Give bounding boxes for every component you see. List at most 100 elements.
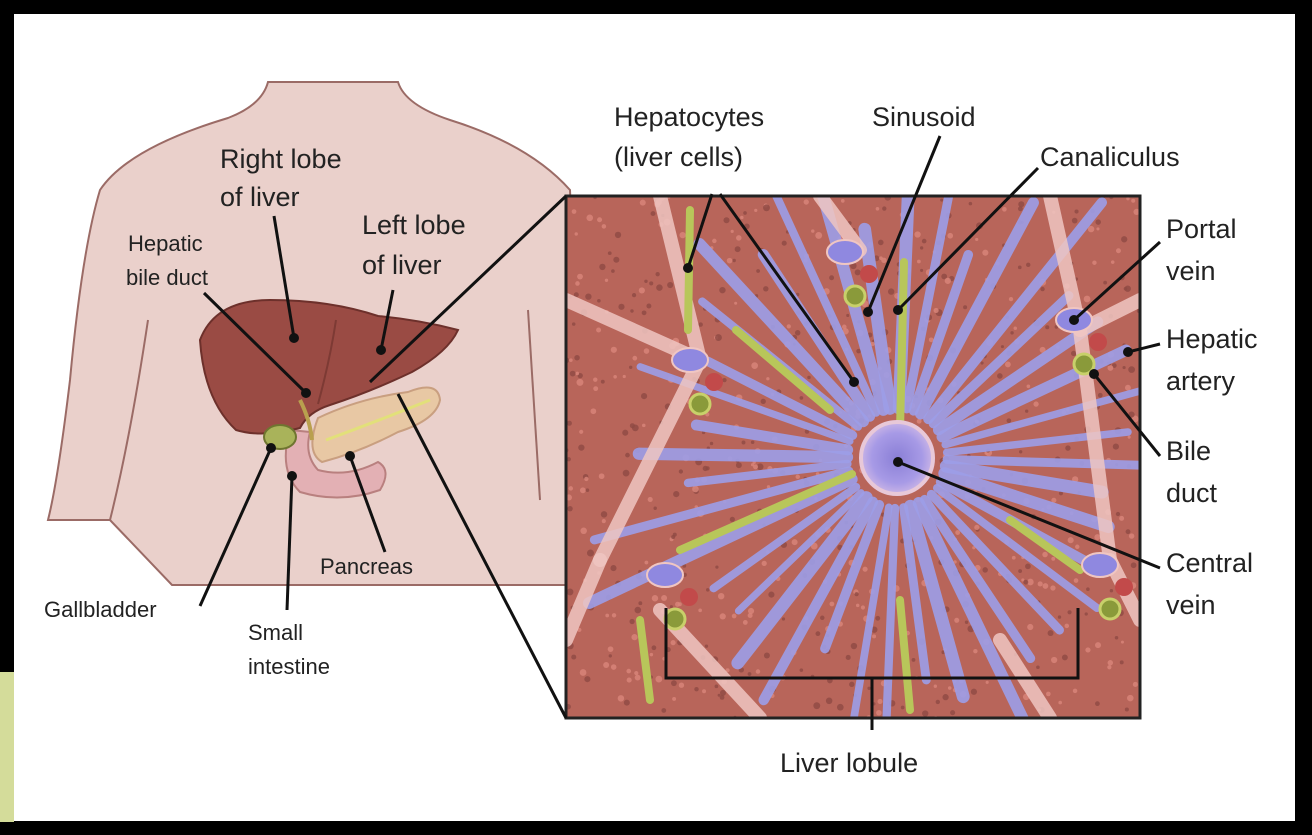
hepatocyte-speckle <box>1127 695 1134 702</box>
hepatocyte-speckle <box>570 371 576 377</box>
hepatocyte-speckle <box>671 535 675 539</box>
hepatocyte-speckle <box>586 214 593 221</box>
hepatocyte-speckle <box>1014 326 1017 329</box>
hepatocyte-speckle <box>597 217 602 222</box>
hepatocyte-speckle <box>1018 266 1022 270</box>
hepatocyte-speckle <box>963 305 967 309</box>
hepatocyte-speckle <box>656 284 662 290</box>
hepatocyte-speckle <box>1113 443 1119 449</box>
hepatocyte-speckle <box>762 561 767 566</box>
hepatocyte-speckle <box>742 441 746 445</box>
hepatocyte-speckle <box>1116 512 1120 516</box>
hepatocyte-speckle <box>679 469 683 473</box>
hepatocyte-speckle <box>743 211 747 215</box>
hepatic-artery-branch <box>1115 578 1133 596</box>
hepatocyte-speckle <box>1009 297 1013 301</box>
hepatocyte-speckle <box>593 386 598 391</box>
hepatocyte-speckle <box>936 700 940 704</box>
portal-vein-branch <box>827 240 863 264</box>
hepatocyte-speckle <box>815 631 820 636</box>
hepatocyte-speckle <box>920 269 923 272</box>
hepatocyte-speckle <box>655 272 659 276</box>
hepatocyte-speckle <box>632 293 636 297</box>
label-sinusoid: Sinusoid <box>872 102 976 132</box>
hepatocyte-speckle <box>1131 199 1135 203</box>
hepatocyte-speckle <box>1050 585 1055 590</box>
hepatocyte-speckle <box>715 334 722 341</box>
hepatocyte-speckle <box>811 229 814 232</box>
hepatocyte-speckle <box>934 685 937 688</box>
hepatocyte-speckle <box>1038 581 1043 586</box>
hepatocyte-speckle <box>702 689 706 693</box>
hepatocyte-speckle <box>720 613 726 619</box>
label-gallbladder: Gallbladder <box>44 597 157 622</box>
hepatocyte-speckle <box>698 322 702 326</box>
sinusoid-ray <box>639 454 847 457</box>
hepatocyte-speckle <box>710 442 713 445</box>
hepatocyte-speckle <box>1094 534 1100 540</box>
hepatocyte-speckle <box>807 376 810 379</box>
hepatocyte-speckle <box>572 322 575 325</box>
hepatocyte-speckle <box>675 602 680 607</box>
hepatocyte-speckle <box>846 314 849 317</box>
hepatocyte-speckle <box>954 618 959 623</box>
hepatocyte-speckle <box>922 239 927 244</box>
hepatocyte-speckle <box>1110 589 1113 592</box>
hepatocyte-speckle <box>599 264 605 270</box>
hepatocyte-speckle <box>1075 545 1079 549</box>
hepatocyte-speckle <box>1048 630 1054 636</box>
hepatocyte-speckle <box>740 216 743 219</box>
hepatocyte-speckle <box>948 686 952 690</box>
hepatocyte-speckle <box>756 269 760 273</box>
hepatocyte-speckle <box>629 619 634 624</box>
hepatocyte-speckle <box>719 287 725 293</box>
hepatocyte-speckle <box>933 308 938 313</box>
hepatocyte-speckle <box>567 506 572 511</box>
hepatocyte-speckle <box>1095 642 1101 648</box>
hepatocyte-speckle <box>650 653 653 656</box>
hepatocyte-speckle <box>578 444 584 450</box>
hepatocyte-speckle <box>1092 261 1096 265</box>
hepatocyte-speckle <box>849 682 854 687</box>
hepatocyte-speckle <box>605 614 609 618</box>
hepatocyte-speckle <box>826 698 833 705</box>
hepatocyte-speckle <box>1084 296 1091 303</box>
hepatocyte-speckle <box>642 424 646 428</box>
hepatocyte-speckle <box>1111 260 1115 264</box>
hepatocyte-speckle <box>605 279 608 282</box>
hepatocyte-speckle <box>720 690 726 696</box>
hepatocyte-speckle <box>1098 393 1103 398</box>
hepatocyte-speckle <box>1122 366 1125 369</box>
hepatocyte-speckle <box>945 278 951 284</box>
hepatocyte-speckle <box>877 699 882 704</box>
hepatocyte-speckle <box>846 655 851 660</box>
hepatocyte-speckle <box>630 309 633 312</box>
hepatocyte-speckle <box>1126 529 1131 534</box>
hepatocyte-speckle <box>715 565 718 568</box>
hepatocyte-speckle <box>1131 562 1137 568</box>
hepatocyte-speckle <box>878 240 884 246</box>
hepatocyte-speckle <box>603 662 609 668</box>
accent-bar <box>0 672 14 822</box>
hepatocyte-speckle <box>743 620 748 625</box>
hepatocyte-speckle <box>851 643 857 649</box>
hepatocyte-speckle <box>644 280 647 283</box>
hepatocyte-speckle <box>599 473 605 479</box>
hepatocyte-speckle <box>947 233 953 239</box>
hepatic-artery-branch <box>1089 333 1107 351</box>
hepatocyte-speckle <box>612 613 616 617</box>
hepatocyte-speckle <box>587 550 594 557</box>
hepatocyte-speckle <box>1002 207 1007 212</box>
hepatocyte-speckle <box>1027 624 1033 630</box>
label-liver-lobule: Liver lobule <box>780 748 918 778</box>
hepatocyte-speckle <box>856 349 861 354</box>
hepatocyte-speckle <box>917 260 921 264</box>
portal-vein-branch <box>1082 553 1118 577</box>
hepatocyte-speckle <box>1107 365 1113 371</box>
hepatocyte-speckle <box>661 708 666 713</box>
hepatocyte-speckle <box>584 477 588 481</box>
hepatocyte-speckle <box>1018 201 1024 207</box>
hepatocyte-speckle <box>705 644 708 647</box>
hepatocyte-speckle <box>597 299 601 303</box>
hepatocyte-speckle <box>585 293 591 299</box>
